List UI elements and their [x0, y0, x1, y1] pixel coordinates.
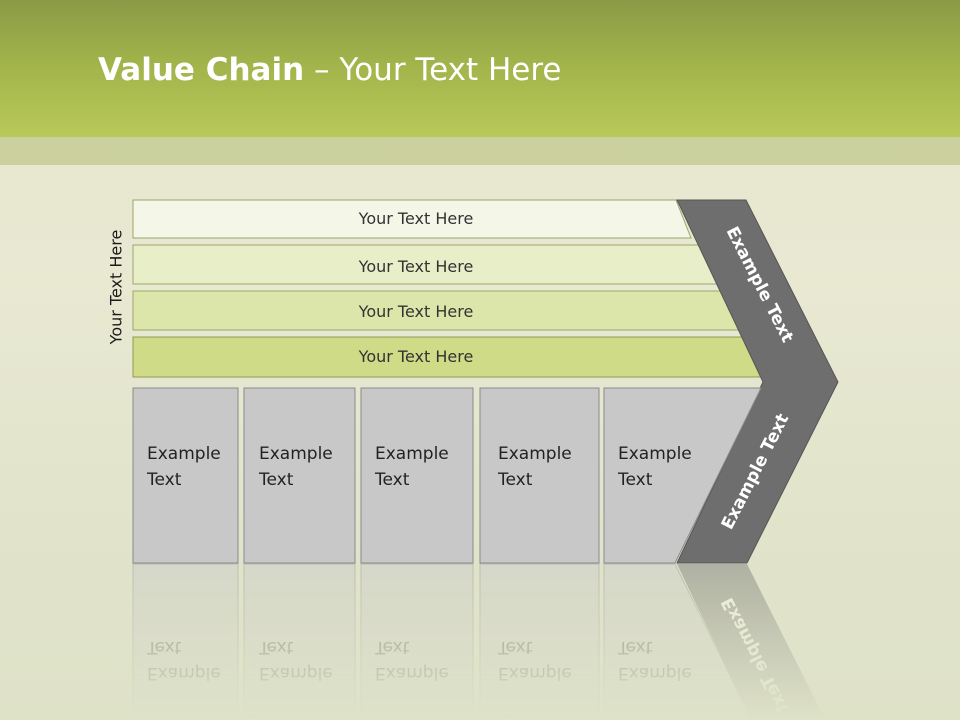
- reflection-box-3-line2: Text: [374, 637, 410, 657]
- box-5: [603, 387, 762, 564]
- header-band: [0, 0, 960, 137]
- box-5-line2: Text: [617, 470, 653, 490]
- box-2-line1: Example: [259, 444, 333, 464]
- box-4-line2: Text: [497, 470, 533, 490]
- box-2: [243, 387, 356, 564]
- reflection-box-1-line2: Text: [146, 637, 182, 657]
- box-3-line2: Text: [374, 470, 410, 490]
- reflection-box-1-line1: Example: [147, 663, 221, 683]
- bar-3-label: Your Text Here: [358, 302, 474, 321]
- reflection-box-4-line1: Example: [498, 663, 572, 683]
- reflection-box-5-line1: Example: [618, 663, 692, 683]
- title-bold: Value Chain: [98, 52, 305, 88]
- bars-group: Your Text Here Your Text Here Your Text …: [132, 199, 764, 378]
- box-3: [360, 387, 474, 564]
- reflection-box-5-line2: Text: [617, 637, 653, 657]
- box-2-line2: Text: [258, 470, 294, 490]
- header-strip: [0, 137, 960, 165]
- boxes-group: Example Text Example Text Example Text E…: [132, 387, 762, 564]
- box-1-line2: Text: [146, 470, 182, 490]
- box-5-line1: Example: [618, 444, 692, 464]
- bar-1-label: Your Text Here: [358, 209, 474, 228]
- box-3-line1: Example: [375, 444, 449, 464]
- reflection: Example Text Example Text Example Text E…: [132, 563, 826, 720]
- box-1-line1: Example: [147, 444, 221, 464]
- reflection-box-2-line2: Text: [258, 637, 294, 657]
- bar-2-label: Your Text Here: [358, 257, 474, 276]
- reflection-box-3-line1: Example: [375, 663, 449, 683]
- bar-1: [132, 199, 692, 239]
- title-rest: – Your Text Here: [304, 52, 562, 88]
- box-1: [132, 387, 239, 564]
- bar-4-label: Your Text Here: [358, 347, 474, 366]
- box-4-line1: Example: [498, 444, 572, 464]
- slide-title: Value Chain – Your Text Here: [98, 52, 561, 88]
- chevron-arrow: [676, 199, 839, 564]
- reflection-box-2-line1: Example: [259, 663, 333, 683]
- reflection-box-4-line2: Text: [497, 637, 533, 657]
- box-4: [479, 387, 600, 564]
